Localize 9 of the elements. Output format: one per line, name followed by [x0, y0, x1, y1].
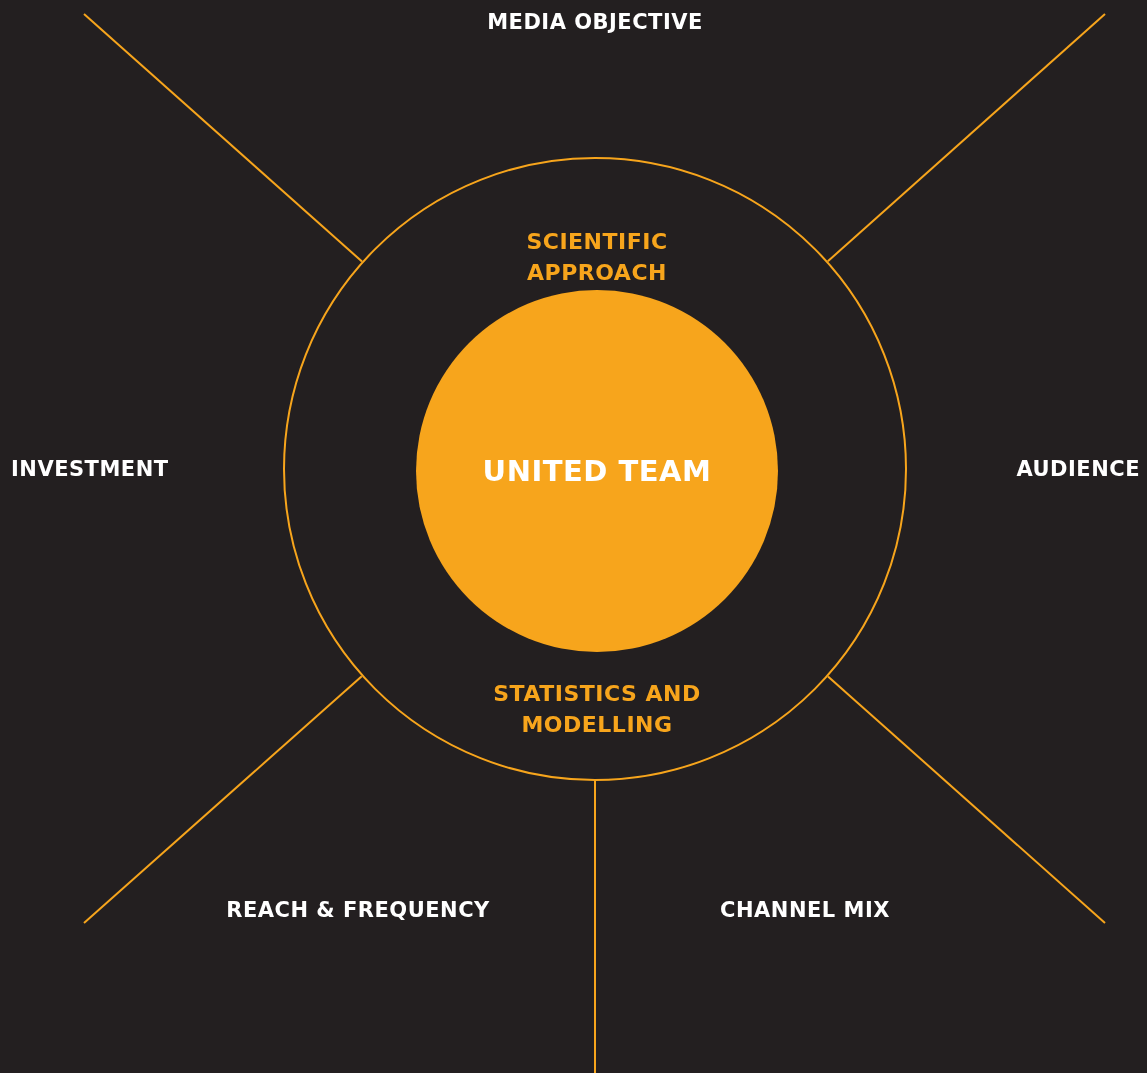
center-label: UNITED TEAM: [481, 452, 713, 490]
sector-label: AUDIENCE: [1016, 457, 1140, 481]
ring-label: SCIENTIFIC APPROACH: [525, 228, 669, 287]
sector-label: CHANNEL MIX: [720, 898, 890, 922]
outer-ring: [283, 157, 907, 781]
sector-label: INVESTMENT: [11, 457, 169, 481]
ring-label: STATISTICS AND MODELLING: [492, 680, 702, 739]
sector-label: MEDIA OBJECTIVE: [487, 10, 703, 34]
sector-label: REACH & FREQUENCY: [226, 898, 490, 922]
